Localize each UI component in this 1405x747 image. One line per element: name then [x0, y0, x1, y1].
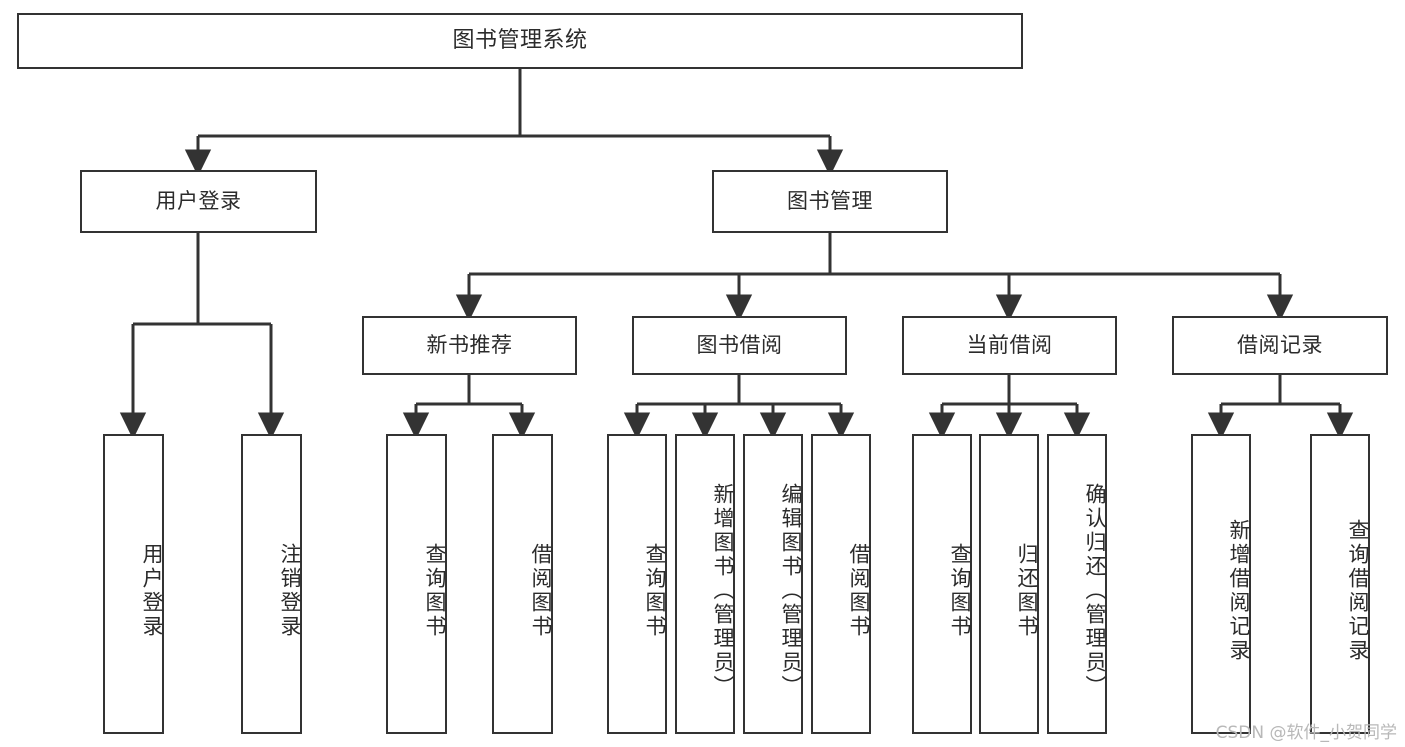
leaf-current-borrow-confirm-return-admin[interactable]: 确认归还（管理员） [1047, 434, 1107, 734]
node-label: 用户登录 [140, 543, 164, 639]
leaf-book-borrow-borrow-book[interactable]: 借阅图书 [811, 434, 871, 734]
node-label: 图书借阅 [696, 333, 783, 358]
node-book-management[interactable]: 图书管理 [712, 170, 948, 233]
leaf-borrow-record-query-record[interactable]: 查询借阅记录 [1310, 434, 1370, 734]
node-label: 图书管理 [787, 189, 873, 214]
node-label: 注销登录 [278, 543, 302, 639]
node-new-book-recommend[interactable]: 新书推荐 [362, 316, 577, 375]
leaf-book-borrow-edit-book-admin[interactable]: 编辑图书（管理员） [743, 434, 803, 734]
node-label: 借阅图书 [847, 543, 871, 639]
node-label: 图书管理系统 [452, 28, 588, 54]
leaf-user-login-login[interactable]: 用户登录 [103, 434, 164, 734]
node-label: 查询图书 [643, 543, 667, 639]
leaf-new-book-borrow-book[interactable]: 借阅图书 [492, 434, 553, 734]
leaf-book-borrow-add-book-admin[interactable]: 新增图书（管理员） [675, 434, 735, 734]
leaf-book-borrow-query-book[interactable]: 查询图书 [607, 434, 667, 734]
csdn-watermark: CSDN @软件_小贺同学 [1215, 723, 1397, 743]
node-current-borrow[interactable]: 当前借阅 [902, 316, 1117, 375]
leaf-user-login-logout[interactable]: 注销登录 [241, 434, 302, 734]
node-label: 借阅图书 [529, 543, 553, 639]
node-label: 确认归还（管理员） [1083, 483, 1107, 699]
node-label: 查询图书 [948, 543, 972, 639]
node-label: 编辑图书（管理员） [779, 483, 803, 699]
node-label: 新增借阅记录 [1227, 519, 1251, 663]
node-label: 归还图书 [1015, 543, 1039, 639]
node-user-login[interactable]: 用户登录 [80, 170, 317, 233]
leaf-new-book-query-book[interactable]: 查询图书 [386, 434, 447, 734]
leaf-current-borrow-query-book[interactable]: 查询图书 [912, 434, 972, 734]
node-label: 新书推荐 [426, 333, 513, 358]
node-label: 查询借阅记录 [1346, 519, 1370, 663]
node-label: 新增图书（管理员） [711, 483, 735, 699]
node-label: 用户登录 [155, 189, 242, 214]
leaf-borrow-record-add-record[interactable]: 新增借阅记录 [1191, 434, 1251, 734]
node-label: 借阅记录 [1237, 333, 1323, 358]
node-root-library-system[interactable]: 图书管理系统 [17, 13, 1023, 69]
node-book-borrow[interactable]: 图书借阅 [632, 316, 847, 375]
node-borrow-record[interactable]: 借阅记录 [1172, 316, 1388, 375]
node-label: 查询图书 [423, 543, 447, 639]
node-label: 当前借阅 [966, 333, 1053, 358]
leaf-current-borrow-return-book[interactable]: 归还图书 [979, 434, 1039, 734]
